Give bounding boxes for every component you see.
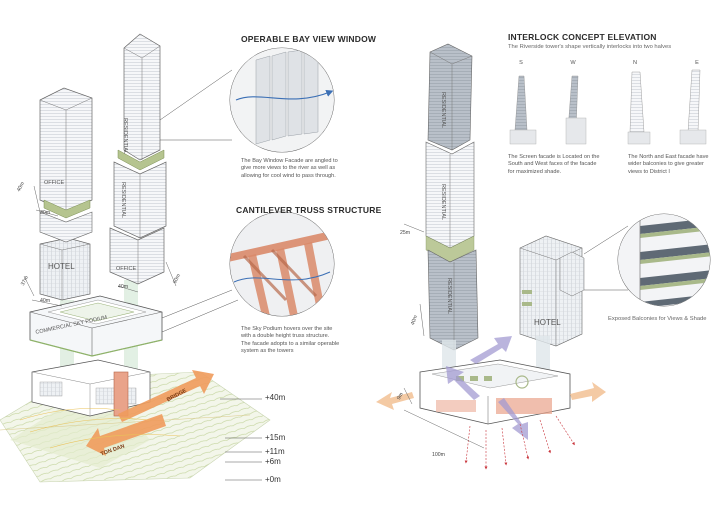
right-residential-mid-label: RESIDENTIAL bbox=[440, 184, 446, 221]
operable-description: The Bay Window Facade are angled to give… bbox=[241, 158, 351, 180]
operable-line-1: The Bay Window Facade are angled to bbox=[241, 158, 338, 164]
residential-tower-left bbox=[109, 33, 167, 285]
dimension-lines-left bbox=[23, 185, 177, 307]
hotel-label: HOTEL bbox=[48, 262, 75, 271]
dim-right-1: 25m bbox=[400, 230, 411, 236]
view-n: N bbox=[632, 60, 638, 66]
bay-window-callout bbox=[159, 47, 335, 153]
cantilever-line-3: The facade adopts to a similar operable bbox=[241, 340, 340, 347]
truss-callout bbox=[161, 211, 335, 333]
residential-label-upper: RESIDENTIAL bbox=[122, 118, 128, 155]
cantilever-line-2: with a double height truss structure. bbox=[241, 333, 330, 340]
screen-line-2: South and West faces of the facade bbox=[508, 161, 597, 168]
balcony-description: The North and East facade have wider bal… bbox=[628, 154, 720, 176]
level-6m: +6m bbox=[265, 457, 281, 466]
purple-flow-arrows bbox=[446, 336, 528, 440]
view-e: E bbox=[695, 60, 699, 66]
residential-tower-right bbox=[425, 43, 479, 351]
elevation-thumbnails bbox=[509, 69, 707, 145]
balcony-line-2: wider balconies to give greater bbox=[628, 161, 704, 168]
dim-left-4: 40m bbox=[40, 298, 51, 304]
level-lines bbox=[220, 398, 262, 481]
screen-line-3: for maximized shade. bbox=[508, 168, 562, 175]
hotel-tower-right bbox=[519, 235, 585, 347]
balcony-line-1: The North and East facade have bbox=[628, 154, 709, 160]
operable-line-3: allowing for cool wind to pass through. bbox=[241, 172, 336, 179]
office-label-lower: OFFICE bbox=[116, 266, 137, 272]
interlock-subheading: The Riverside tower's shape vertically i… bbox=[508, 44, 672, 50]
office-label: OFFICE bbox=[44, 180, 65, 186]
elevation-w bbox=[565, 75, 587, 145]
cantilever-heading: CANTILEVER TRUSS STRUCTURE bbox=[236, 205, 382, 215]
screen-line-1: The Screen facade is Located on the bbox=[508, 154, 600, 160]
dim-right-4: 100m bbox=[432, 452, 445, 458]
operable-line-2: give more views to the river as well as bbox=[241, 165, 336, 172]
podium-right bbox=[419, 359, 571, 425]
elevation-n bbox=[627, 71, 651, 145]
orange-flow-arrows bbox=[376, 382, 606, 410]
wind-lines-ground bbox=[19, 408, 181, 449]
operable-heading: OPERABLE BAY VIEW WINDOW bbox=[241, 34, 377, 44]
sky-podium bbox=[29, 295, 163, 357]
dimension-lines-right bbox=[403, 223, 485, 449]
cantilever-description: The Sky Podium hovers over the site with… bbox=[241, 326, 351, 356]
level-40m: +40m bbox=[265, 393, 286, 402]
right-hotel-label: HOTEL bbox=[534, 318, 561, 327]
cantilever-line-4: system as the towers bbox=[241, 348, 294, 355]
view-s: S bbox=[519, 60, 523, 66]
right-residential-low-label: RESIDENTIAL bbox=[446, 278, 452, 315]
bridge-arrow bbox=[118, 370, 214, 422]
balcony-line-3: views to District I bbox=[628, 168, 670, 175]
screen-description: The Screen facade is Located on the Sout… bbox=[508, 154, 628, 176]
level-0m: +0m bbox=[265, 475, 281, 484]
dim-left-2: 30m bbox=[40, 210, 51, 216]
balcony-callout bbox=[583, 213, 711, 307]
right-residential-top-label: RESIDENTIAL bbox=[440, 92, 446, 129]
exposed-balconies-caption: Exposed Balconies for Views & Shade bbox=[608, 316, 707, 322]
level-15m: +15m bbox=[265, 433, 286, 442]
red-wind-lines bbox=[464, 415, 575, 470]
cantilever-line-1: The Sky Podium hovers over the site bbox=[241, 326, 333, 332]
interlock-heading: INTERLOCK CONCEPT ELEVATION bbox=[508, 32, 657, 42]
dim-left-5: 40m bbox=[118, 284, 129, 290]
elevation-e bbox=[679, 69, 707, 145]
office-tower bbox=[39, 87, 93, 243]
view-w: W bbox=[570, 60, 576, 66]
elevation-s bbox=[509, 75, 537, 145]
level-11m: +11m bbox=[265, 447, 285, 456]
residential-label-lower: RESIDENTIAL bbox=[120, 182, 126, 219]
hotel-block bbox=[39, 237, 91, 301]
